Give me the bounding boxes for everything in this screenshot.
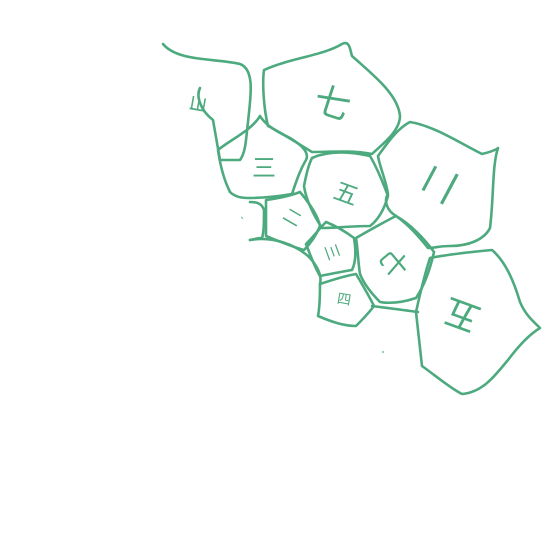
tile-j-outline — [316, 272, 376, 328]
tile-h-glyph: 三 — [320, 241, 343, 263]
tile-i-outline — [354, 214, 436, 305]
tile-k-glyph: 五 — [438, 289, 486, 340]
tile-k: 五 — [414, 248, 542, 396]
tile-d-glyph: 五 — [330, 177, 362, 212]
tile-f-glyph: 二 — [279, 204, 305, 231]
arc-boundary-outline — [248, 237, 322, 286]
tile-a-outline — [161, 42, 253, 162]
tile-e: 二 — [376, 120, 500, 250]
tile-j: 四 — [316, 272, 376, 328]
tile-g-outline — [248, 200, 266, 242]
tile-a-glyph: ヨ — [184, 92, 211, 116]
tile-a: ヨ — [161, 42, 253, 162]
tile-g-glyph: - — [237, 213, 247, 224]
tile-b-glyph: 七 — [309, 79, 356, 129]
tile-i-glyph: 七 — [373, 240, 416, 283]
stray-dot — [382, 351, 384, 353]
connector-line-outline — [370, 304, 420, 314]
tile-c-outline — [216, 114, 309, 200]
tile-f-outline — [264, 190, 322, 252]
tile-k-outline — [414, 248, 542, 396]
arc-boundary — [248, 237, 322, 286]
tile-c: 三 — [216, 114, 309, 200]
connector-line — [370, 304, 420, 314]
tile-j-glyph: 四 — [336, 291, 353, 309]
tile-d-outline — [302, 151, 390, 230]
tile-g: - — [237, 200, 266, 242]
tile-e-glyph: 二 — [412, 157, 469, 211]
tile-h: 三 — [304, 220, 357, 278]
tile-b: 七 — [261, 41, 402, 156]
tile-c-glyph: 三 — [252, 154, 276, 182]
tile-e-outline — [376, 120, 500, 250]
